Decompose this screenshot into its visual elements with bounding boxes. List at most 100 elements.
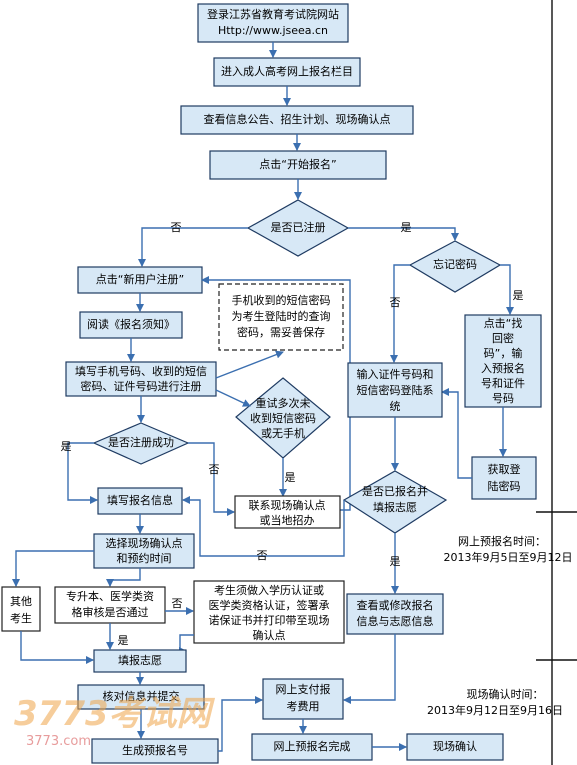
get-password-box xyxy=(471,456,537,500)
fill-info-label: 填写报名信息 xyxy=(107,493,173,507)
pay-line1: 网上支付报 xyxy=(276,682,331,696)
reg-success-decision xyxy=(92,422,190,465)
forgot-yes-label: 是 xyxy=(513,289,524,302)
onsite-box xyxy=(406,733,504,761)
pre-signup-dates: 2013年9月5日至9月12日 xyxy=(444,550,573,564)
arrow xyxy=(20,631,94,664)
get-pwd-line2: 陆密码 xyxy=(488,479,521,493)
watermark-url: 3773.com xyxy=(26,734,91,749)
reg-success-label: 是否注册成功 xyxy=(108,435,174,449)
login-sys-line1: 输入证件号码和 xyxy=(357,367,434,381)
applied-line2: 填报志愿 xyxy=(373,500,417,514)
read-notice-box xyxy=(79,311,183,339)
verify-submit-box xyxy=(77,684,205,710)
view-info-box xyxy=(180,105,414,135)
check-yes-label: 是 xyxy=(118,634,129,647)
gen-number-box xyxy=(91,738,219,764)
fill-phone-line2: 密码、证件号码进行注册 xyxy=(81,379,202,393)
contact-line2: 或当地招办 xyxy=(260,513,315,527)
arrow xyxy=(182,496,345,557)
login-site-line1: 登录江苏省教育考试院网站 xyxy=(207,7,339,21)
check-line2: 格审核是否通过 xyxy=(72,605,149,619)
fill-wish-label: 填报志愿 xyxy=(118,653,162,667)
other-examinees-box xyxy=(1,586,41,632)
login-sys-line2: 短信密码登陆系 xyxy=(357,383,434,397)
enter-section-label: 进入成人高考网上报名栏目 xyxy=(221,64,353,78)
start-label: 点击“开始报名” xyxy=(259,157,336,171)
no-label: 否 xyxy=(171,221,182,234)
retrieve-line5: 号和证件 xyxy=(481,377,525,390)
fill-info-box xyxy=(97,487,183,515)
qualification-check-box xyxy=(54,586,166,624)
certification-note-box xyxy=(193,580,345,644)
gen-number-label: 生成预报名号 xyxy=(122,743,188,757)
sms-note-box xyxy=(218,283,344,351)
enter-section-box xyxy=(213,57,361,87)
arrow xyxy=(500,264,514,315)
arrow xyxy=(218,696,263,752)
fill-phone-box xyxy=(65,361,217,397)
retrieve-line2: 回密 xyxy=(492,331,514,345)
arrow xyxy=(215,350,284,379)
login-sys-line3: 统 xyxy=(390,400,401,413)
retry-line1: 重试多次未 xyxy=(256,396,311,410)
view-info-label: 查看信息公告、招生计划、现场确认点 xyxy=(204,112,391,126)
verify-submit-label: 核对信息并提交 xyxy=(103,689,180,703)
sms-note-line1: 手机收到的短信密码 xyxy=(232,293,331,307)
cert-line1: 考生须做入学历认证或 xyxy=(214,583,324,597)
done-label: 网上预报名完成 xyxy=(274,739,351,753)
yes-label: 是 xyxy=(401,221,412,234)
contact-line1: 联系现场确认点 xyxy=(249,498,326,512)
view-modify-line2: 信息与志愿信息 xyxy=(357,614,434,628)
onsite-label: 现场确认 xyxy=(433,739,477,753)
reg-yes-label: 是 xyxy=(61,440,72,453)
retrieve-line6: 号码 xyxy=(492,392,514,405)
other-line2: 考生 xyxy=(10,611,32,625)
forgot-no-label: 否 xyxy=(390,296,401,309)
arrow xyxy=(348,227,459,241)
cert-line2: 医学类资格认证，签署承 xyxy=(209,598,330,612)
choose-site-line2: 和预约时间 xyxy=(117,552,172,565)
sms-note-line3: 密码，需妥善保存 xyxy=(237,325,325,339)
contact-box xyxy=(234,495,341,529)
choose-site-line1: 选择现场确认点 xyxy=(106,536,183,550)
arrow xyxy=(390,264,410,363)
reg-no-label: 否 xyxy=(209,463,220,476)
applied-no-label: 否 xyxy=(257,549,268,562)
check-line1: 专升本、医学类资 xyxy=(66,589,154,603)
arrow xyxy=(138,227,248,267)
fill-phone-line1: 填写手机号码、收到的短信 xyxy=(75,364,207,378)
login-system-box xyxy=(347,362,443,418)
retry-yes-label: 是 xyxy=(285,471,296,484)
forgot-password-decision xyxy=(408,240,502,293)
login-site-box xyxy=(197,3,349,43)
pay-line2: 考费用 xyxy=(287,700,320,713)
arrow xyxy=(12,550,94,587)
retrieve-line4: 入预报名 xyxy=(481,361,525,375)
new-user-box xyxy=(77,266,203,294)
watermark-logo: 3773考试网 xyxy=(14,694,216,734)
retrieve-line1: 点击“找 xyxy=(484,316,523,330)
get-pwd-line1: 获取登 xyxy=(488,462,521,476)
arrow xyxy=(67,442,98,504)
retry-line3: 或无手机 xyxy=(261,426,305,440)
forgot-password-label: 忘记密码 xyxy=(433,257,477,271)
arrow xyxy=(343,634,396,704)
registered-decision xyxy=(246,199,350,257)
login-site-line2: Http://www.jseea.cn xyxy=(218,24,328,37)
registered-decision-label: 是否已注册 xyxy=(271,220,326,234)
check-no-label: 否 xyxy=(172,597,183,610)
applied-line1: 是否已报名并 xyxy=(362,484,428,498)
read-notice-label: 阅读《报名须知》 xyxy=(87,317,175,331)
arrow xyxy=(188,442,235,516)
new-user-label: 点击“新用户注册” xyxy=(96,272,184,286)
view-modify-line1: 查看或修改报名 xyxy=(357,598,434,612)
cert-line4: 确认点 xyxy=(253,629,286,642)
choose-site-box xyxy=(93,533,195,569)
other-line1: 其他 xyxy=(10,595,32,608)
applied-yes-label: 是 xyxy=(390,555,401,568)
retrieve-line3: 码”，输 xyxy=(484,346,523,360)
pay-box xyxy=(262,678,344,720)
arrow xyxy=(441,388,472,479)
confirm-dates: 2013年9月12日至9月16日 xyxy=(427,703,563,717)
